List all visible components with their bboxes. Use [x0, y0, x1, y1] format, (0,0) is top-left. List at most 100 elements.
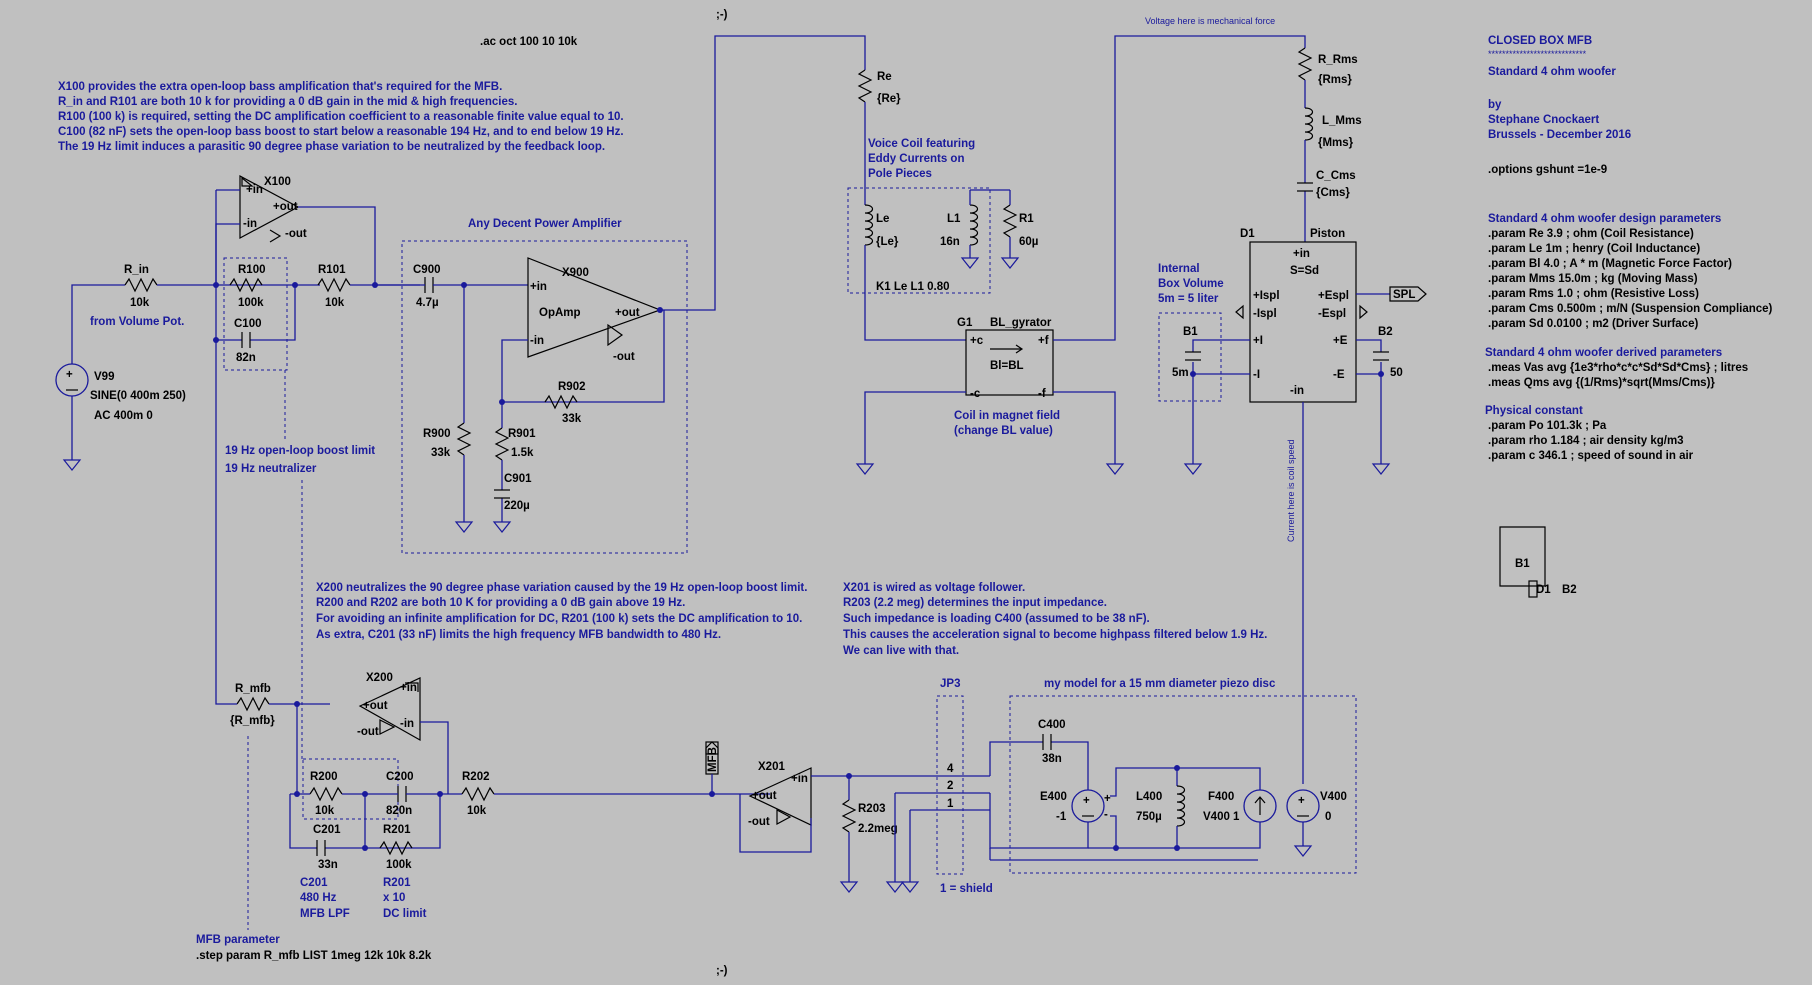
x201-out-minus: -out [748, 816, 770, 828]
b2-source[interactable]: B2 50 [1356, 326, 1403, 464]
c100-capacitor[interactable]: C100 82n [216, 285, 296, 364]
mfb-flag[interactable]: MFB [705, 741, 719, 775]
c-cms-name: C_Cms [1316, 170, 1356, 182]
options-directive[interactable]: .options gshunt =1e-9 [1488, 164, 1607, 176]
ground-icon [492, 521, 512, 533]
x201-note-line: Such impedance is loading C400 (assumed … [843, 613, 1150, 625]
ground-icon [1105, 463, 1125, 475]
r-rms-resistor[interactable]: R_Rms {Rms} [1297, 47, 1358, 86]
ground-icon [885, 881, 905, 893]
x900-name: X900 [562, 267, 589, 279]
r202-name: R202 [462, 771, 490, 783]
r101-resistor[interactable]: R101 10k [317, 264, 351, 309]
x100-note-line: The 19 Hz limit induces a parasitic 90 d… [58, 141, 605, 153]
r100-resistor[interactable]: R100 100k [229, 264, 266, 309]
l-mms-name: L_Mms [1322, 115, 1362, 127]
spl-flag[interactable]: SPL [1389, 286, 1427, 302]
e400-source[interactable]: + E400 -1 + - [1040, 789, 1111, 823]
smiley-top: ;-) [716, 9, 728, 21]
param-line[interactable]: .param Mms 15.0m ; kg (Moving Mass) [1488, 273, 1698, 285]
k1-directive[interactable]: K1 Le L1 0.80 [876, 281, 950, 293]
re-resistor[interactable]: Re {Re} [857, 69, 901, 105]
param-line[interactable]: .param rho 1.184 ; air density kg/m3 [1488, 435, 1684, 447]
c901-capacitor[interactable]: C901 220µ [494, 460, 532, 522]
voice-coil-label: Eddy Currents on [868, 153, 964, 165]
plus-mark: + [66, 369, 73, 381]
ac-directive[interactable]: .ac oct 100 10 10k [480, 36, 578, 48]
g1-gyrator[interactable]: G1 BL_gyrator +c +f Bl=BL -c -f [957, 317, 1054, 400]
plus-mark: + [1298, 795, 1305, 807]
x201-note-line: This causes the acceleration signal to b… [843, 629, 1267, 641]
c900-capacitor[interactable]: C900 4.7µ [413, 264, 441, 309]
x100-opamp[interactable]: X100 +in +out -in -out [239, 174, 307, 243]
r203-resistor[interactable]: R203 2.2meg [841, 776, 898, 882]
r900-resistor[interactable]: R900 33k [423, 285, 472, 522]
param-line[interactable]: .param c 346.1 ; speed of sound in air [1488, 450, 1694, 462]
c201-capacitor[interactable]: C201 33n [313, 824, 341, 871]
jp3-connector[interactable]: JP3 4 2 1 [936, 678, 964, 875]
c201-name: C201 [313, 824, 341, 836]
r-in-resistor[interactable]: R_in 10k [124, 264, 158, 309]
d1-pin-plus-e: +E [1333, 335, 1348, 347]
x201-notes: X201 is wired as voltage follower. R203 … [843, 582, 1267, 657]
v99-source[interactable]: + V99 SINE(0 400m 250) AC 400m 0 [55, 363, 186, 422]
c400-capacitor[interactable]: C400 38n [1038, 719, 1066, 765]
l1-inductor[interactable]: L1 16n [940, 189, 1010, 258]
c-cms-capacitor[interactable]: C_Cms {Cms} [1297, 140, 1356, 242]
from-volume-label: from Volume Pot. [90, 316, 184, 328]
b1-source[interactable]: B1 5m [1172, 326, 1250, 464]
r101-name: R101 [318, 264, 346, 276]
x900-opamp[interactable]: X900 +in OpAmp +out -in -out [527, 257, 662, 363]
ground-icon [1000, 257, 1020, 269]
x900-model: OpAmp [539, 307, 581, 319]
r201-resistor[interactable]: R201 100k [379, 824, 413, 871]
l400-inductor[interactable]: L400 750µ [1136, 768, 1186, 848]
step-directive[interactable]: .step param R_mfb LIST 1meg 12k 10k 8.2k [196, 950, 432, 962]
r200-resistor[interactable]: R200 10k [309, 771, 343, 817]
r-mfb-resistor[interactable]: R_mfb {R_mfb} [230, 683, 275, 727]
meas-line[interactable]: .meas Vas avg {1e3*rho*c*c*Sd*Sd*Cms} ; … [1488, 362, 1748, 374]
derived-params-title: Standard 4 ohm woofer derived parameters [1485, 347, 1722, 359]
ground-icon [454, 521, 474, 533]
l1-value: 16n [940, 236, 960, 248]
d1-name: D1 [1240, 228, 1255, 240]
param-line[interactable]: .param Le 1m ; henry (Coil Inductance) [1488, 243, 1700, 255]
l-mms-value: {Mms} [1318, 137, 1354, 149]
r1-resistor[interactable]: R1 60µ [1002, 190, 1038, 258]
param-line[interactable]: .param Bl 4.0 ; A * m (Magnetic Force Fa… [1488, 258, 1732, 270]
by-label: by [1488, 99, 1502, 111]
d1-piston[interactable]: D1 Piston +in S=Sd +Ispl -Ispl +Espl -Es… [1240, 228, 1357, 403]
voice-coil-label: Voice Coil featuring [868, 138, 975, 150]
param-line[interactable]: .param Po 101.3k ; Pa [1488, 420, 1607, 432]
meas-line[interactable]: .meas Qms avg {(1/Rms)*sqrt(Mms/Cms)} [1488, 377, 1715, 389]
x201-opamp[interactable]: X201 +in +out -out [748, 761, 812, 828]
f400-source[interactable]: F400 V400 1 [1203, 789, 1277, 823]
v99-ac: AC 400m 0 [94, 410, 153, 422]
r901-resistor[interactable]: R901 1.5k [494, 402, 536, 461]
param-line[interactable]: .param Cms 0.500m ; m/N (Suspension Comp… [1488, 303, 1773, 315]
r-mfb-value: {R_mfb} [230, 715, 275, 727]
voltage-mech-note: Voltage here is mechanical force [1145, 16, 1275, 26]
page-title: CLOSED BOX MFB [1488, 35, 1592, 47]
plus-mark: + [1083, 795, 1090, 807]
ground-icon [900, 881, 920, 893]
r902-resistor[interactable]: R902 33k [544, 381, 586, 425]
coil-field-label: (change BL value) [954, 425, 1053, 437]
param-line[interactable]: .param Rms 1.0 ; ohm (Resistive Loss) [1488, 288, 1699, 300]
x200-opamp[interactable]: X200 +in +out -in -out [357, 672, 421, 742]
le-inductor[interactable]: Le {Le} [864, 204, 899, 248]
l400-value: 750µ [1136, 811, 1162, 823]
d1-model: Piston [1310, 228, 1345, 240]
header-block: CLOSED BOX MFB *************************… [1488, 35, 1631, 141]
x100-name: X100 [264, 176, 291, 188]
v400-source[interactable]: + V400 0 [1286, 789, 1347, 823]
piezo-label: my model for a 15 mm diameter piezo disc [1044, 678, 1276, 690]
param-line[interactable]: .param Re 3.9 ; ohm (Coil Resistance) [1488, 228, 1694, 240]
l-mms-inductor[interactable]: L_Mms {Mms} [1304, 107, 1362, 149]
d1-pin-minus-espl: -Espl [1318, 308, 1346, 320]
r202-resistor[interactable]: R202 10k [461, 771, 495, 817]
c201-note: C201 [300, 877, 328, 889]
ground-icon [1183, 463, 1203, 475]
param-line[interactable]: .param Sd 0.0100 ; m2 (Driver Surface) [1488, 318, 1698, 330]
symbol-block[interactable]: B1 D1 B2 [1499, 526, 1577, 598]
